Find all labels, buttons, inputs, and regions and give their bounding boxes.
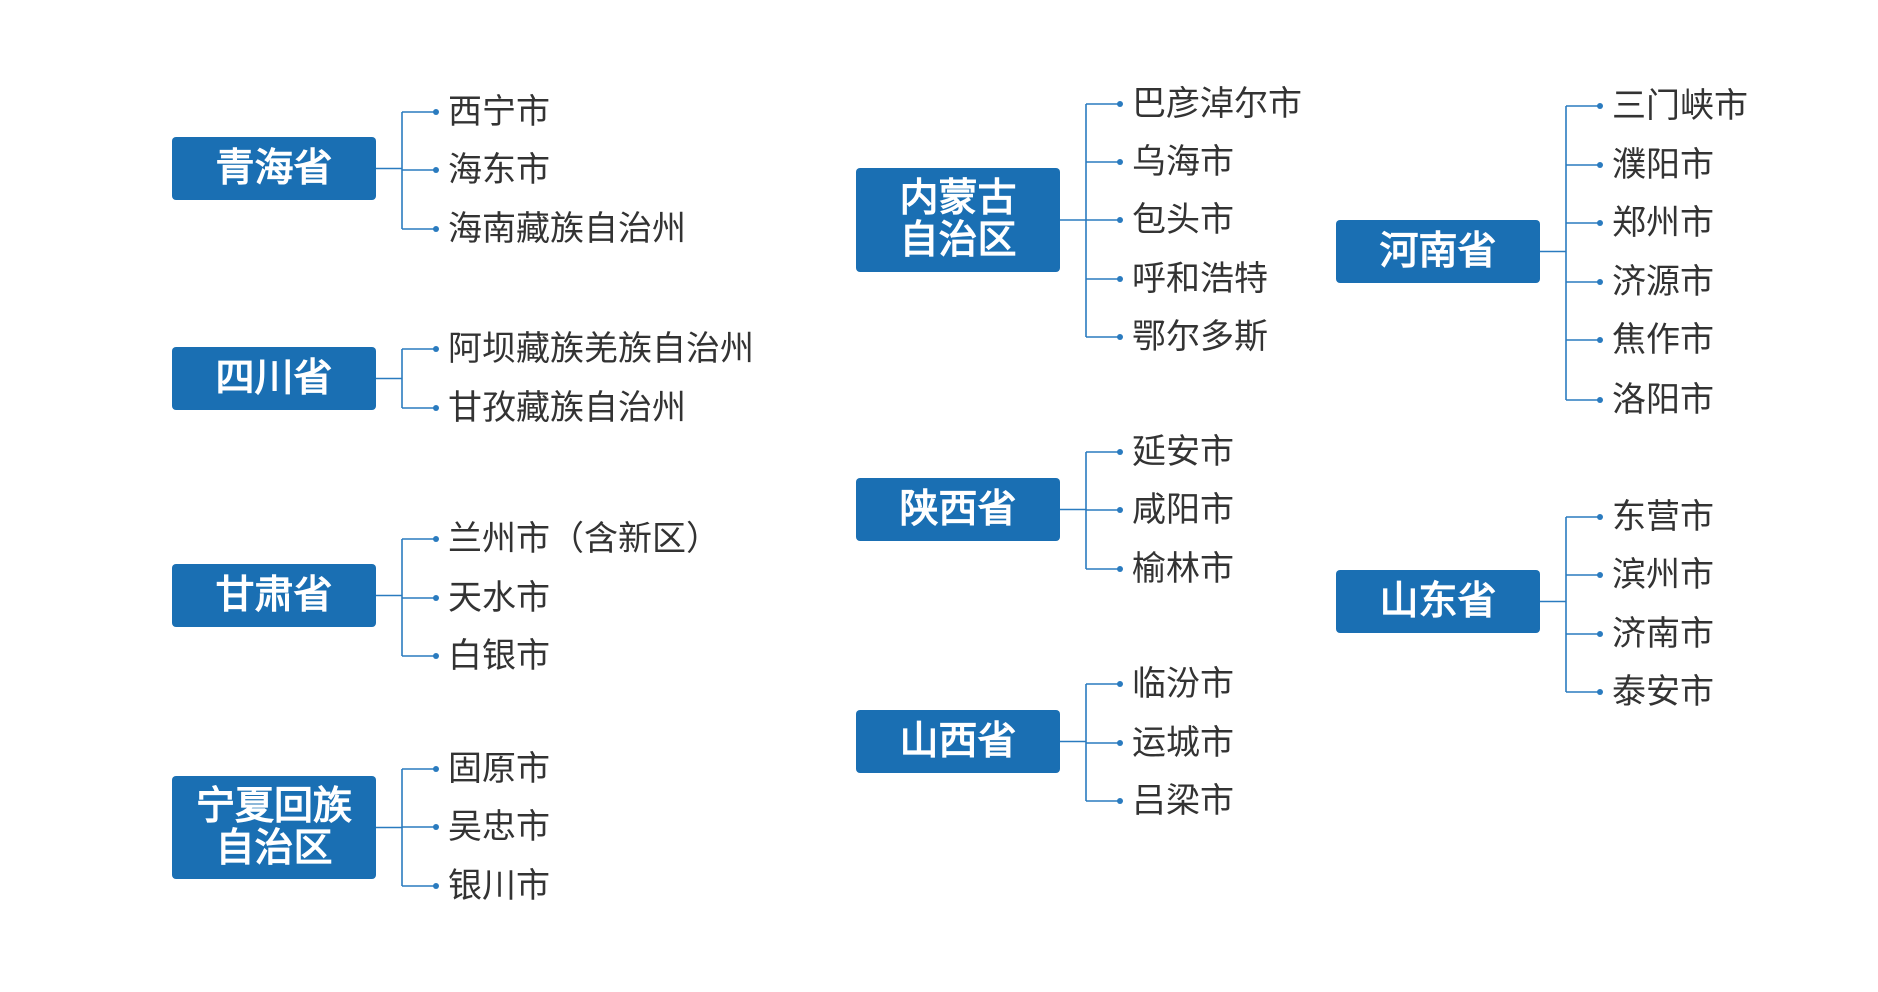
province-label: 河南省 (1379, 228, 1497, 274)
city-item: 海东市 (448, 150, 550, 190)
province-box: 青海省 (172, 137, 376, 200)
city-item: 西宁市 (448, 92, 550, 132)
city-item: 呼和浩特 (1132, 259, 1268, 299)
item-dot (1117, 276, 1123, 282)
item-dot (1117, 449, 1123, 455)
city-item: 临汾市 (1132, 664, 1234, 704)
item-dot (1597, 397, 1603, 403)
province-label: 宁夏回族自治区 (195, 783, 352, 871)
province-box: 山西省 (856, 710, 1060, 773)
item-dot (433, 167, 439, 173)
item-dot (1117, 740, 1123, 746)
item-dot (1117, 217, 1123, 223)
city-item: 吕梁市 (1132, 781, 1234, 821)
city-item: 巴彦淖尔市 (1132, 84, 1302, 124)
city-item: 甘孜藏族自治州 (448, 388, 686, 428)
item-dot (1597, 572, 1603, 578)
item-dot (433, 109, 439, 115)
item-dot (433, 405, 439, 411)
item-dot (1597, 689, 1603, 695)
province-label: 内蒙古自治区 (899, 176, 1017, 263)
province-box: 山东省 (1336, 570, 1540, 633)
city-item: 郑州市 (1612, 203, 1714, 243)
city-item: 咸阳市 (1132, 490, 1234, 530)
item-dot (1117, 681, 1123, 687)
item-dot (1597, 631, 1603, 637)
province-label: 甘肃省 (215, 572, 333, 618)
province-label: 四川省 (215, 355, 333, 401)
province-label: 陕西省 (899, 486, 1017, 532)
item-dot (1597, 220, 1603, 226)
city-item: 吴忠市 (448, 807, 550, 847)
item-dot (433, 595, 439, 601)
city-item: 固原市 (448, 749, 550, 789)
item-dot (1597, 337, 1603, 343)
province-label: 山东省 (1379, 578, 1497, 624)
province-box: 宁夏回族自治区 (172, 776, 376, 879)
city-item: 榆林市 (1132, 549, 1234, 589)
item-dot (1117, 798, 1123, 804)
province-label: 青海省 (215, 145, 333, 191)
item-dot (433, 653, 439, 659)
item-dot (433, 766, 439, 772)
item-dot (1117, 101, 1123, 107)
item-dot (1597, 162, 1603, 168)
city-item: 濮阳市 (1612, 145, 1714, 185)
city-item: 济南市 (1612, 614, 1714, 654)
city-item: 包头市 (1132, 200, 1234, 240)
province-box: 四川省 (172, 347, 376, 410)
city-item: 泰安市 (1612, 672, 1714, 712)
province-label: 山西省 (899, 718, 1017, 764)
city-item: 东营市 (1612, 497, 1714, 537)
city-item: 焦作市 (1612, 320, 1714, 360)
city-item: 阿坝藏族羌族自治州 (448, 329, 754, 369)
item-dot (433, 226, 439, 232)
item-dot (433, 824, 439, 830)
province-box: 河南省 (1336, 220, 1540, 283)
item-dot (433, 346, 439, 352)
city-item: 济源市 (1612, 262, 1714, 302)
city-item: 鄂尔多斯 (1132, 317, 1268, 357)
city-item: 天水市 (448, 578, 550, 618)
city-item: 洛阳市 (1612, 380, 1714, 420)
city-item: 海南藏族自治州 (448, 209, 686, 249)
item-dot (1597, 514, 1603, 520)
city-item: 三门峡市 (1612, 86, 1748, 126)
province-box: 甘肃省 (172, 564, 376, 627)
item-dot (1597, 279, 1603, 285)
city-item: 乌海市 (1132, 142, 1234, 182)
city-item: 滨州市 (1612, 555, 1714, 595)
item-dot (1117, 159, 1123, 165)
item-dot (433, 536, 439, 542)
city-item: 兰州市（含新区） (448, 519, 720, 559)
item-dot (1117, 507, 1123, 513)
item-dot (1117, 334, 1123, 340)
city-item: 运城市 (1132, 723, 1234, 763)
province-box: 内蒙古自治区 (856, 168, 1060, 272)
city-item: 银川市 (448, 866, 550, 906)
city-item: 延安市 (1132, 432, 1234, 472)
item-dot (1117, 566, 1123, 572)
item-dot (1597, 103, 1603, 109)
province-box: 陕西省 (856, 478, 1060, 541)
item-dot (433, 883, 439, 889)
city-item: 白银市 (448, 636, 550, 676)
